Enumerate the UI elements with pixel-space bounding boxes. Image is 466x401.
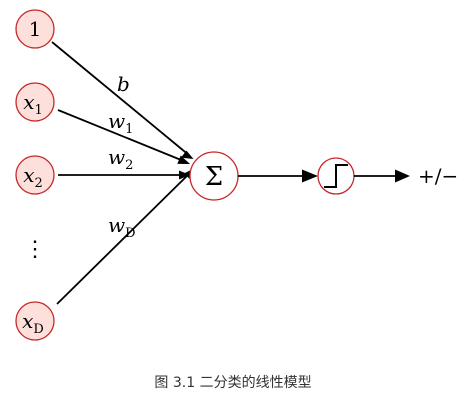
edge-x1-to-sum: [57, 109, 187, 163]
xD-base: x: [22, 309, 33, 333]
output-label: +/−: [418, 164, 458, 188]
w1-base: w: [108, 109, 125, 133]
input-node-bias: 1: [15, 9, 55, 49]
weight-label-w1: w1: [108, 109, 133, 137]
weight-label-wD: wD: [108, 213, 136, 241]
weight-label-w2: w2: [108, 145, 133, 173]
input-node-xD: xD: [15, 301, 55, 341]
arrowhead-bias: [180, 150, 194, 159]
sum-symbol: Σ: [205, 162, 223, 192]
vertical-ellipsis: ⋮: [24, 237, 46, 262]
xD-sub: D: [33, 322, 43, 337]
arrowhead-output: [395, 169, 410, 183]
svg-text:xD: xD: [22, 309, 44, 337]
w1-sub: 1: [125, 122, 133, 137]
x2-base: x: [23, 163, 34, 187]
weight-label-b: b: [117, 72, 130, 96]
x2-sub: 2: [35, 176, 43, 191]
arrowhead-sum-to-activation: [302, 169, 318, 183]
step-function-icon: [324, 164, 348, 188]
wD-base: w: [108, 213, 125, 237]
sum-node: Σ: [189, 151, 239, 201]
x1-sub: 1: [35, 103, 43, 118]
x1-base: x: [23, 90, 34, 114]
arrowhead-x2: [179, 170, 190, 180]
activation-node: [317, 157, 355, 195]
input-node-x2: x2: [15, 155, 55, 195]
edge-bias-to-sum: [51, 41, 191, 157]
edge-xD-to-sum: [56, 170, 193, 305]
arrowhead-x1: [177, 155, 190, 164]
w2-sub: 2: [125, 158, 133, 173]
svg-text:x2: x2: [23, 163, 43, 191]
bias-label: 1: [29, 17, 42, 41]
svg-text:x1: x1: [23, 90, 43, 118]
w2-base: w: [108, 145, 125, 169]
input-node-x1: x1: [15, 82, 55, 122]
figure-caption: 图 3.1 二分类的线性模型: [154, 375, 312, 391]
wD-sub: D: [125, 226, 135, 241]
